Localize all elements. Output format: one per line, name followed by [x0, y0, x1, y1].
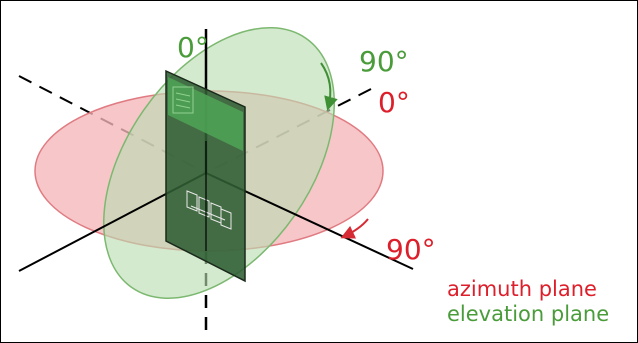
elevation-ninety-label: 90°	[359, 45, 409, 78]
azimuth-rotation-arrow	[340, 218, 369, 239]
elevation-zero-label: 0°	[177, 31, 209, 64]
legend-elevation: elevation plane	[447, 302, 609, 326]
azimuth-zero-label: 0°	[378, 86, 410, 119]
elevation-rotation-arrow	[320, 62, 338, 111]
antenna-board	[165, 69, 246, 283]
legend-azimuth: azimuth plane	[447, 277, 597, 301]
azimuth-ninety-label: 90°	[386, 233, 436, 266]
